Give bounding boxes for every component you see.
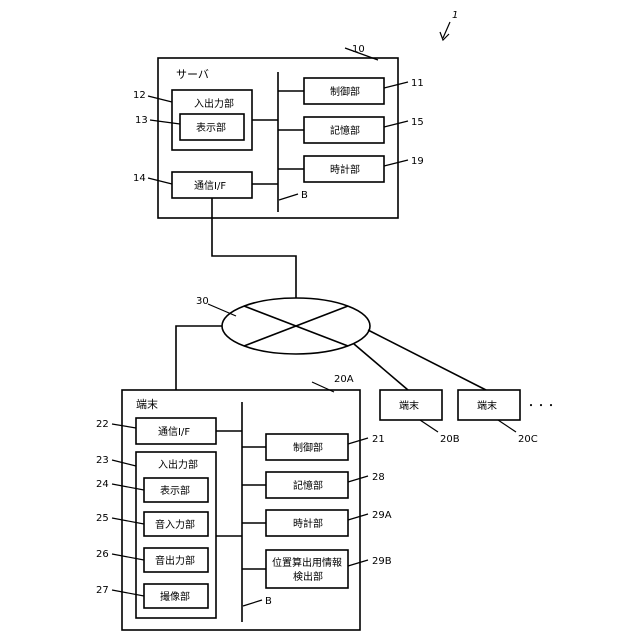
figure-ref: 1	[440, 10, 458, 40]
terminal-a-block: 端末 20A B 通信I/F 22 入出力部 23 表示部 24 音入力部 25…	[96, 374, 392, 630]
terminal-a-comm-label: 通信I/F	[158, 426, 190, 438]
server-clock-ref: 19	[411, 156, 424, 167]
server-clock-label: 時計部	[330, 163, 360, 176]
terminal-a-control-label: 制御部	[293, 441, 323, 454]
terminal-a-position-ref: 29B	[372, 556, 392, 567]
server-control-label: 制御部	[330, 85, 360, 98]
server-ref: 10	[352, 44, 365, 55]
terminal-a-storage-label: 記憶部	[293, 479, 323, 492]
terminal-a-clock-label: 時計部	[293, 517, 323, 530]
terminal-c-ref: 20C	[518, 434, 538, 445]
network-block: 30	[196, 296, 370, 354]
server-storage-label: 記憶部	[330, 124, 360, 137]
server-storage-ref: 15	[411, 117, 424, 128]
server-io-ref: 12	[133, 90, 146, 101]
terminal-a-display-ref: 24	[96, 479, 109, 490]
terminal-b-block: 端末 20B	[380, 390, 460, 445]
terminal-a-position-label-line1: 位置算出用情報	[272, 556, 342, 569]
server-control-ref: 11	[411, 78, 424, 89]
figure-ref-arrow-shaft	[443, 22, 450, 38]
terminal-a-io-ref: 23	[96, 455, 109, 466]
server-comm-label: 通信I/F	[194, 180, 226, 192]
terminal-b-label: 端末	[399, 399, 419, 412]
terminal-a-camera-ref: 27	[96, 585, 109, 596]
terminal-b-ref-leader	[420, 420, 438, 432]
server-block: サーバ 10 B 入出力部 12 表示部 13 通信I/F 14 制御部 11 …	[133, 44, 424, 218]
terminal-c-label: 端末	[477, 399, 497, 412]
server-comm-ref: 14	[133, 173, 146, 184]
terminal-a-position-label-line2: 検出部	[293, 570, 323, 583]
server-display-label: 表示部	[196, 121, 226, 134]
terminal-a-storage-ref: 28	[372, 472, 385, 483]
terminal-a-comm-ref: 22	[96, 419, 109, 430]
terminal-a-sound-in-ref: 25	[96, 513, 109, 524]
more-terminals-ellipsis: ・・・	[526, 401, 556, 412]
server-io-label: 入出力部	[194, 97, 234, 110]
terminal-a-camera-label: 撮像部	[160, 590, 190, 603]
server-bus-label: B	[301, 190, 308, 201]
network-ref-leader	[208, 304, 236, 316]
terminal-a-ref: 20A	[334, 374, 354, 385]
terminal-a-display-label: 表示部	[160, 484, 190, 497]
terminal-b-ref: 20B	[440, 434, 460, 445]
server-title: サーバ	[176, 68, 209, 81]
terminal-a-sound-out-ref: 26	[96, 549, 109, 560]
terminal-a-clock-ref: 29A	[372, 510, 392, 521]
network-ref: 30	[196, 296, 209, 307]
network-terminal-c-link	[368, 330, 486, 390]
figure-ref-label: 1	[452, 10, 458, 21]
terminal-a-control-ref: 21	[372, 434, 385, 445]
terminal-a-io-label: 入出力部	[158, 458, 198, 471]
terminal-a-bus-label: B	[265, 596, 272, 607]
terminal-c-ref-leader	[498, 420, 516, 432]
terminal-a-title: 端末	[136, 397, 158, 411]
network-terminal-b-link	[354, 344, 408, 390]
terminal-c-block: 端末 20C	[458, 390, 538, 445]
server-display-ref: 13	[135, 115, 148, 126]
terminal-a-sound-out-label: 音出力部	[155, 554, 195, 567]
terminal-a-sound-in-label: 音入力部	[155, 518, 195, 531]
